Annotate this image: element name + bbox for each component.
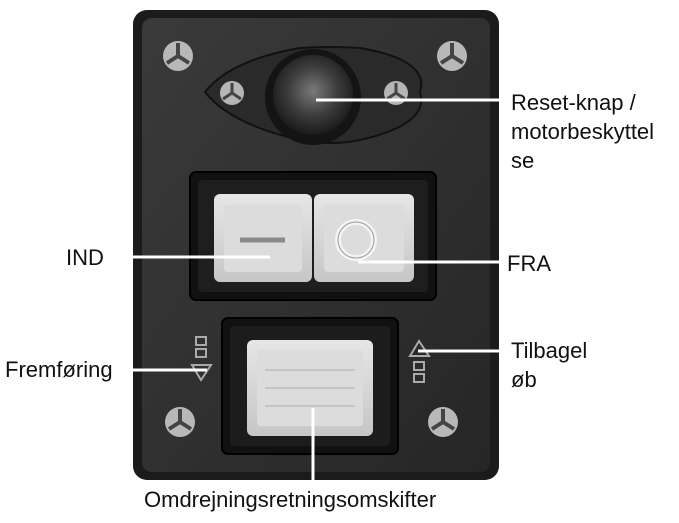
label-reset-line1: Reset-knap / (511, 90, 636, 115)
screw-icon-top-left (163, 41, 193, 71)
label-tilbagelob-line2: øb (511, 367, 537, 392)
label-tilbagelob-line1: Tilbagel (511, 338, 588, 363)
label-omdrejning: Omdrejningsretningsomskifter (144, 487, 437, 512)
label-fremforing: Fremføring (5, 357, 113, 382)
label-reset: Reset-knap / motorbeskyttel se (511, 88, 654, 175)
label-ind: IND (66, 245, 104, 270)
label-reset-line2: motorbeskyttel (511, 119, 655, 144)
label-tilbagelob: Tilbagel øb (511, 336, 587, 394)
reset-knob-cap (273, 55, 353, 135)
screw-icon-bottom-left (165, 407, 195, 437)
label-fra: FRA (507, 251, 551, 276)
screw-icon-mount-left (220, 81, 244, 105)
screw-icon-bottom-right (428, 407, 458, 437)
screw-icon-top-right (437, 41, 467, 71)
reverse-arrow-icon (408, 339, 431, 383)
forward-arrow-icon (190, 336, 213, 382)
label-reset-line3: se (511, 148, 535, 173)
